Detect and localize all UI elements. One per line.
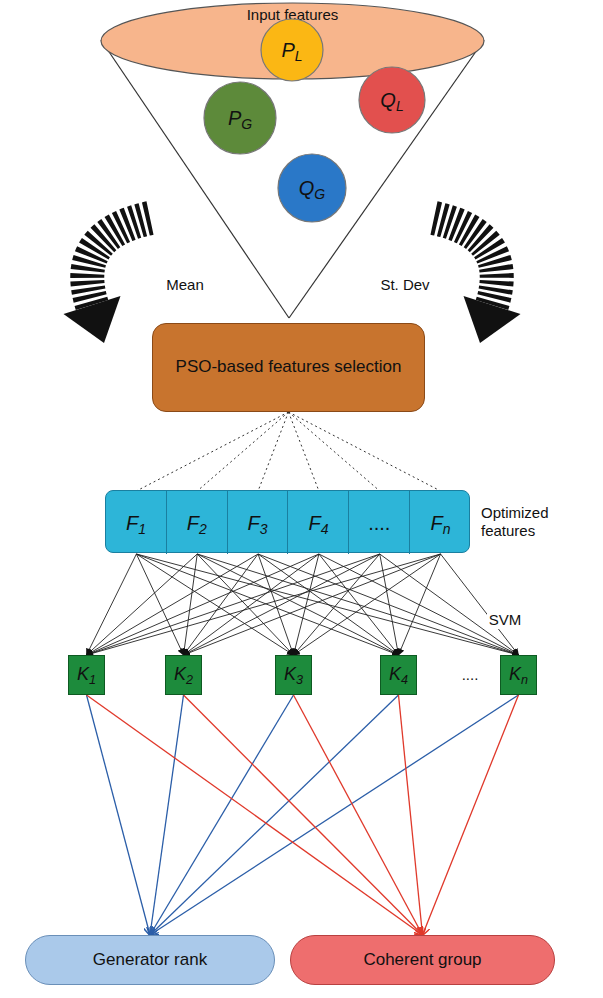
feature-circle: QG — [277, 153, 347, 223]
process-box-text: PSO-based features selection — [176, 357, 402, 377]
feature-cell-text: .... — [368, 511, 390, 535]
kernel-box: K4 — [380, 655, 417, 695]
connector — [184, 554, 259, 655]
connector — [258, 554, 398, 655]
connector — [289, 412, 441, 491]
connector — [136, 412, 288, 491]
connector — [87, 695, 423, 935]
connector — [294, 554, 441, 655]
feature-cell-text: F2 — [187, 511, 207, 535]
mean-label: Mean — [164, 276, 206, 294]
connector — [150, 695, 399, 935]
feature-circle: QL — [358, 66, 426, 134]
connector — [184, 695, 423, 935]
connector — [197, 554, 518, 655]
connector — [136, 554, 398, 655]
feature-cell-text: F4 — [308, 511, 328, 535]
output-box: Coherent group — [290, 935, 555, 985]
kernel-box-text: K1 — [77, 664, 96, 686]
ellipsis-label: .... — [460, 666, 481, 684]
connector — [136, 554, 293, 655]
feature-circle-text: PL — [281, 38, 302, 62]
kernel-box-text: Kn — [509, 664, 528, 686]
feature-circle-text: QG — [299, 176, 325, 200]
circle-fill — [261, 19, 323, 81]
process-box: PSO-based features selection — [152, 323, 425, 412]
kernel-box: K3 — [275, 655, 312, 695]
feature-cell: F4 — [289, 491, 350, 554]
kernel-box-text: K3 — [284, 664, 303, 686]
connector — [184, 554, 441, 655]
connector — [294, 695, 423, 935]
mean-arrow-head — [64, 296, 121, 343]
feature-cell: F2 — [167, 491, 228, 554]
feature-bar-text: Optimized features — [481, 504, 593, 540]
cone-line — [101, 40, 289, 318]
output-box-text: Generator rank — [93, 950, 207, 970]
connector — [184, 554, 319, 655]
output-box-text: Coherent group — [363, 950, 481, 970]
feature-circle-text: QL — [380, 88, 403, 112]
connector — [399, 695, 423, 935]
feature-circle-text: PG — [228, 106, 252, 130]
connector — [87, 554, 198, 655]
feature-bar: Optimized featuresF1F2F3F4....Fn — [105, 490, 470, 553]
svm-label: SVM — [487, 611, 524, 629]
kernel-box-text: K4 — [389, 664, 408, 686]
kernel-box: Kn — [500, 655, 537, 695]
input-ellipse: Input featuresPLQLPGQG — [100, 2, 485, 80]
feature-cell-text: Fn — [431, 511, 451, 535]
feature-circle: PG — [203, 81, 277, 155]
connector — [87, 554, 380, 655]
connector — [150, 695, 184, 935]
feature-cell-text: F1 — [126, 511, 146, 535]
connector — [423, 695, 519, 935]
feature-cell-text: F3 — [248, 511, 268, 535]
stdev-label: St. Dev — [378, 276, 431, 294]
stdev-arrow-head — [464, 296, 521, 343]
kernel-box: K1 — [68, 655, 105, 695]
stdev-arrow — [434, 218, 497, 305]
mean-arrow — [87, 218, 150, 305]
connector — [399, 554, 441, 655]
circle-fill — [359, 67, 425, 133]
connector — [150, 695, 294, 935]
connector — [136, 554, 518, 655]
connector — [197, 412, 288, 491]
feature-cell: F1 — [106, 491, 167, 554]
circle-fill — [278, 154, 346, 222]
connector — [184, 554, 380, 655]
connector — [380, 554, 399, 655]
feature-cell: .... — [349, 491, 410, 554]
connector — [289, 412, 319, 491]
output-box: Generator rank — [25, 935, 275, 985]
connector — [87, 554, 441, 655]
connector — [87, 695, 151, 935]
connector — [87, 554, 319, 655]
circle-fill — [204, 82, 276, 154]
connector — [441, 554, 519, 655]
connector — [380, 554, 519, 655]
feature-circle: PL — [260, 18, 324, 82]
connector — [289, 412, 380, 491]
feature-cell: Fn — [410, 491, 471, 554]
feature-cell: F3 — [228, 491, 289, 554]
connector — [258, 412, 288, 491]
connector — [150, 695, 519, 935]
kernel-box: K2 — [165, 655, 202, 695]
kernel-box-text: K2 — [174, 664, 193, 686]
